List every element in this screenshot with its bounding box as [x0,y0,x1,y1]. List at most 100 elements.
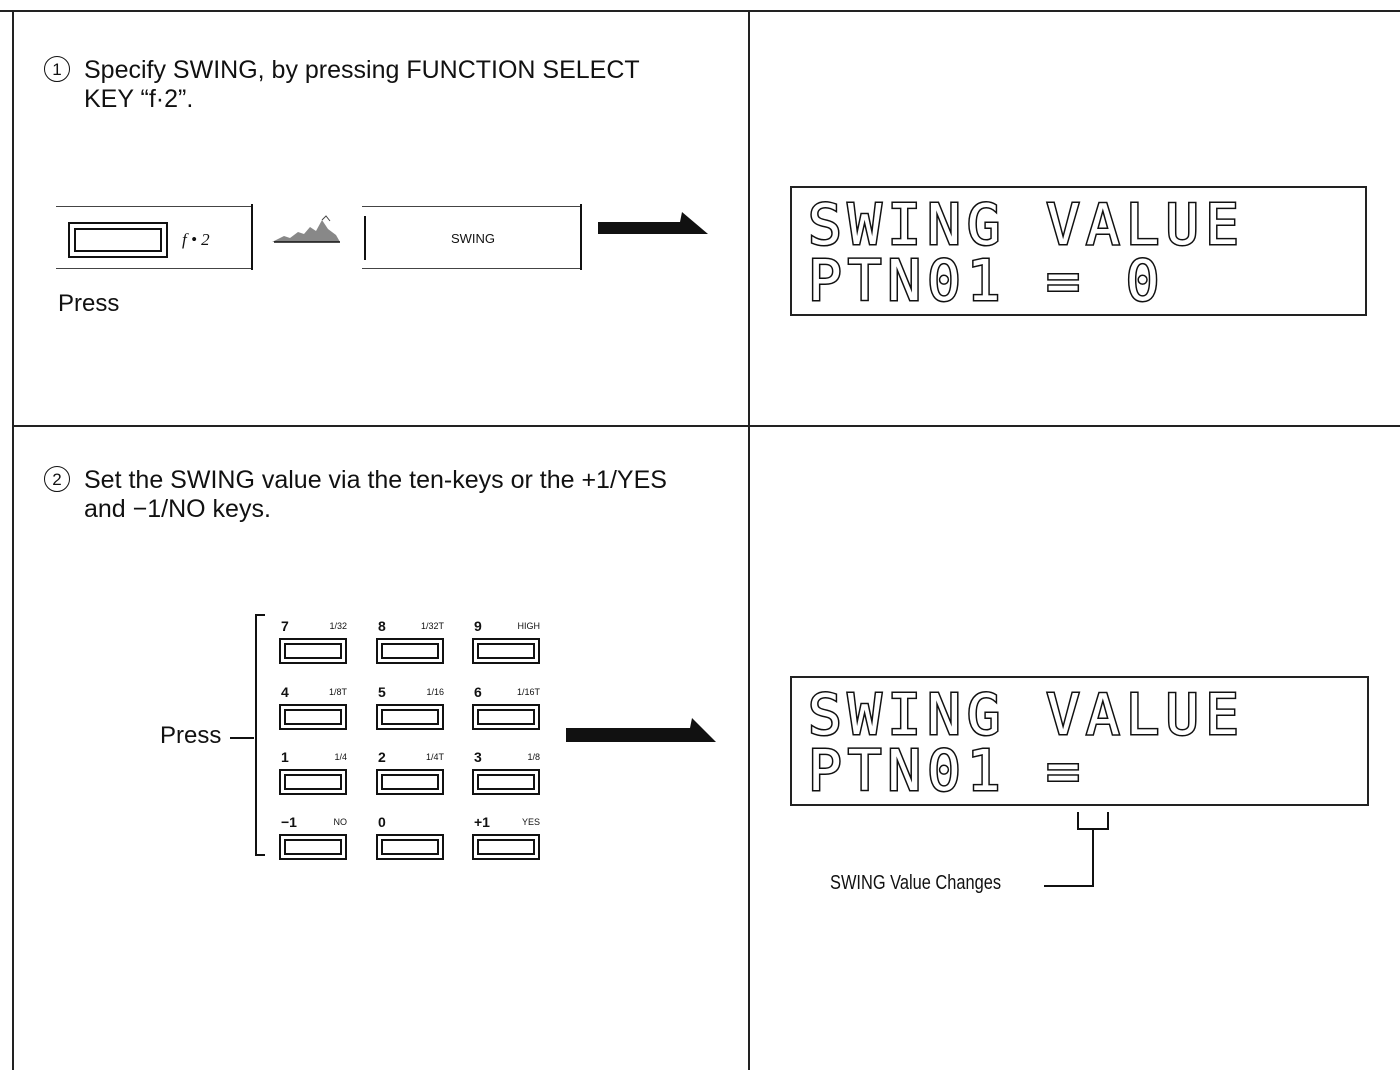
tenkey-button[interactable] [472,769,540,795]
tenkey-sub-label: 1/8 [527,752,540,762]
tenkey-main-label: 2 [378,749,386,765]
tenkey-6[interactable]: 6 1/16T [472,684,544,732]
tenkey-button[interactable] [472,638,540,664]
tenkey-bracket [255,614,265,856]
tenkey-8[interactable]: 2 1/4T [376,749,448,797]
tenkey-main-label: 0 [378,814,386,830]
tenkey-sub-label: 1/16T [516,687,540,697]
tenkey-label: 6 1/16T [474,684,540,700]
tenkey-button[interactable] [279,769,347,795]
tenkey-main-label: 3 [474,749,482,765]
swing-mode-label: SWING [450,231,496,246]
tenkey-main-label: 9 [474,618,482,634]
press-hand-icon [272,215,340,243]
tenkey-sub-label: HIGH [517,621,541,631]
swing-box-left-bar [364,216,366,260]
tenkey-12[interactable]: +1 YES [472,814,544,862]
lcd-display-1: SWING VALUE PTN01 = 0 [790,186,1367,316]
function-key-f2[interactable] [68,222,168,258]
tenkey-button[interactable] [376,769,444,795]
callout-leader [1044,885,1094,887]
arrow-right-icon [566,718,716,742]
tenkey-main-label: 7 [281,618,289,634]
step1-text-line2: KEY “f·2”. [84,85,194,113]
tenkey-label: 0 [378,814,444,830]
strip-bottom-line [56,268,252,269]
tenkey-label: +1 YES [474,814,540,830]
tenkey-button-face [477,774,535,790]
lcd-display-2: SWING VALUE PTN01 = [790,676,1369,806]
tenkey-button-face [284,709,342,725]
step2-number: 2 [44,466,70,492]
tenkey-label: 4 1/8T [281,684,347,700]
swing-box-bottom-line [362,268,582,269]
tenkey-button[interactable] [279,704,347,730]
lcd2-line1: SWING VALUE [807,683,1245,748]
tenkey-button-face [477,839,535,855]
tenkey-sub-label: 1/4T [425,752,444,762]
tenkey-button[interactable] [376,834,444,860]
press-leader-line [230,737,254,739]
tenkey-button[interactable] [472,834,540,860]
tenkey-button[interactable] [472,704,540,730]
tenkey-button-face [477,643,535,659]
callout-stem [1092,830,1094,886]
tenkey-main-label: 4 [281,684,289,700]
tenkey-sub-label: 1/32T [420,621,444,631]
tenkey-3[interactable]: 9 HIGH [472,618,544,666]
top-border [0,10,1400,12]
tenkey-button-face [381,643,439,659]
step1-press-label: Press [58,290,120,317]
tenkey-9[interactable]: 3 1/8 [472,749,544,797]
tenkey-main-label: −1 [281,814,297,830]
tenkey-7[interactable]: 1 1/4 [279,749,351,797]
step2-press-label: Press [160,722,222,749]
strip-end-bar [251,204,253,270]
tenkey-button-face [284,774,342,790]
tenkey-label: 1 1/4 [281,749,347,765]
tenkey-11[interactable]: 0 [376,814,448,862]
tenkey-button[interactable] [279,638,347,664]
tenkey-4[interactable]: 4 1/8T [279,684,351,732]
center-divider [748,10,750,1070]
tenkey-button-face [477,709,535,725]
callout-text: SWING Value Changes [830,872,1002,894]
left-border [12,10,14,1070]
tenkey-sub-label: 1/8T [328,687,347,697]
step1-text-line1: Specify SWING, by pressing FUNCTION SELE… [84,56,640,84]
tenkey-sub-label: YES [521,817,540,827]
tenkey-main-label: 6 [474,684,482,700]
swing-box-top-line [362,206,582,207]
tenkey-button[interactable] [376,638,444,664]
tenkey-button-face [381,709,439,725]
step2-text-line2: and −1/NO keys. [84,495,271,523]
tenkey-sub-label: 1/16 [426,687,444,697]
tenkey-sub-label: 1/4 [334,752,347,762]
strip-top-line [56,206,252,207]
step1-number: 1 [44,56,70,82]
tenkey-sub-label: NO [333,817,348,827]
tenkey-button[interactable] [279,834,347,860]
tenkey-main-label: +1 [474,814,490,830]
tenkey-button[interactable] [376,704,444,730]
row-divider [12,425,1400,427]
tenkey-button-face [381,774,439,790]
lcd1-line1: SWING VALUE [807,193,1245,258]
function-key-label: f • 2 [182,230,210,249]
tenkey-button-face [284,643,342,659]
lcd2-line2: PTN01 = [806,739,1087,804]
tenkey-label: −1 NO [281,814,347,830]
callout-bracket [1077,812,1109,830]
swing-box-right-bar [580,204,582,270]
tenkey-label: 2 1/4T [378,749,444,765]
tenkey-main-label: 1 [281,749,289,765]
tenkey-button-face [284,839,342,855]
tenkey-10[interactable]: −1 NO [279,814,351,862]
tenkey-button-face [381,839,439,855]
tenkey-label: 9 HIGH [474,618,540,634]
